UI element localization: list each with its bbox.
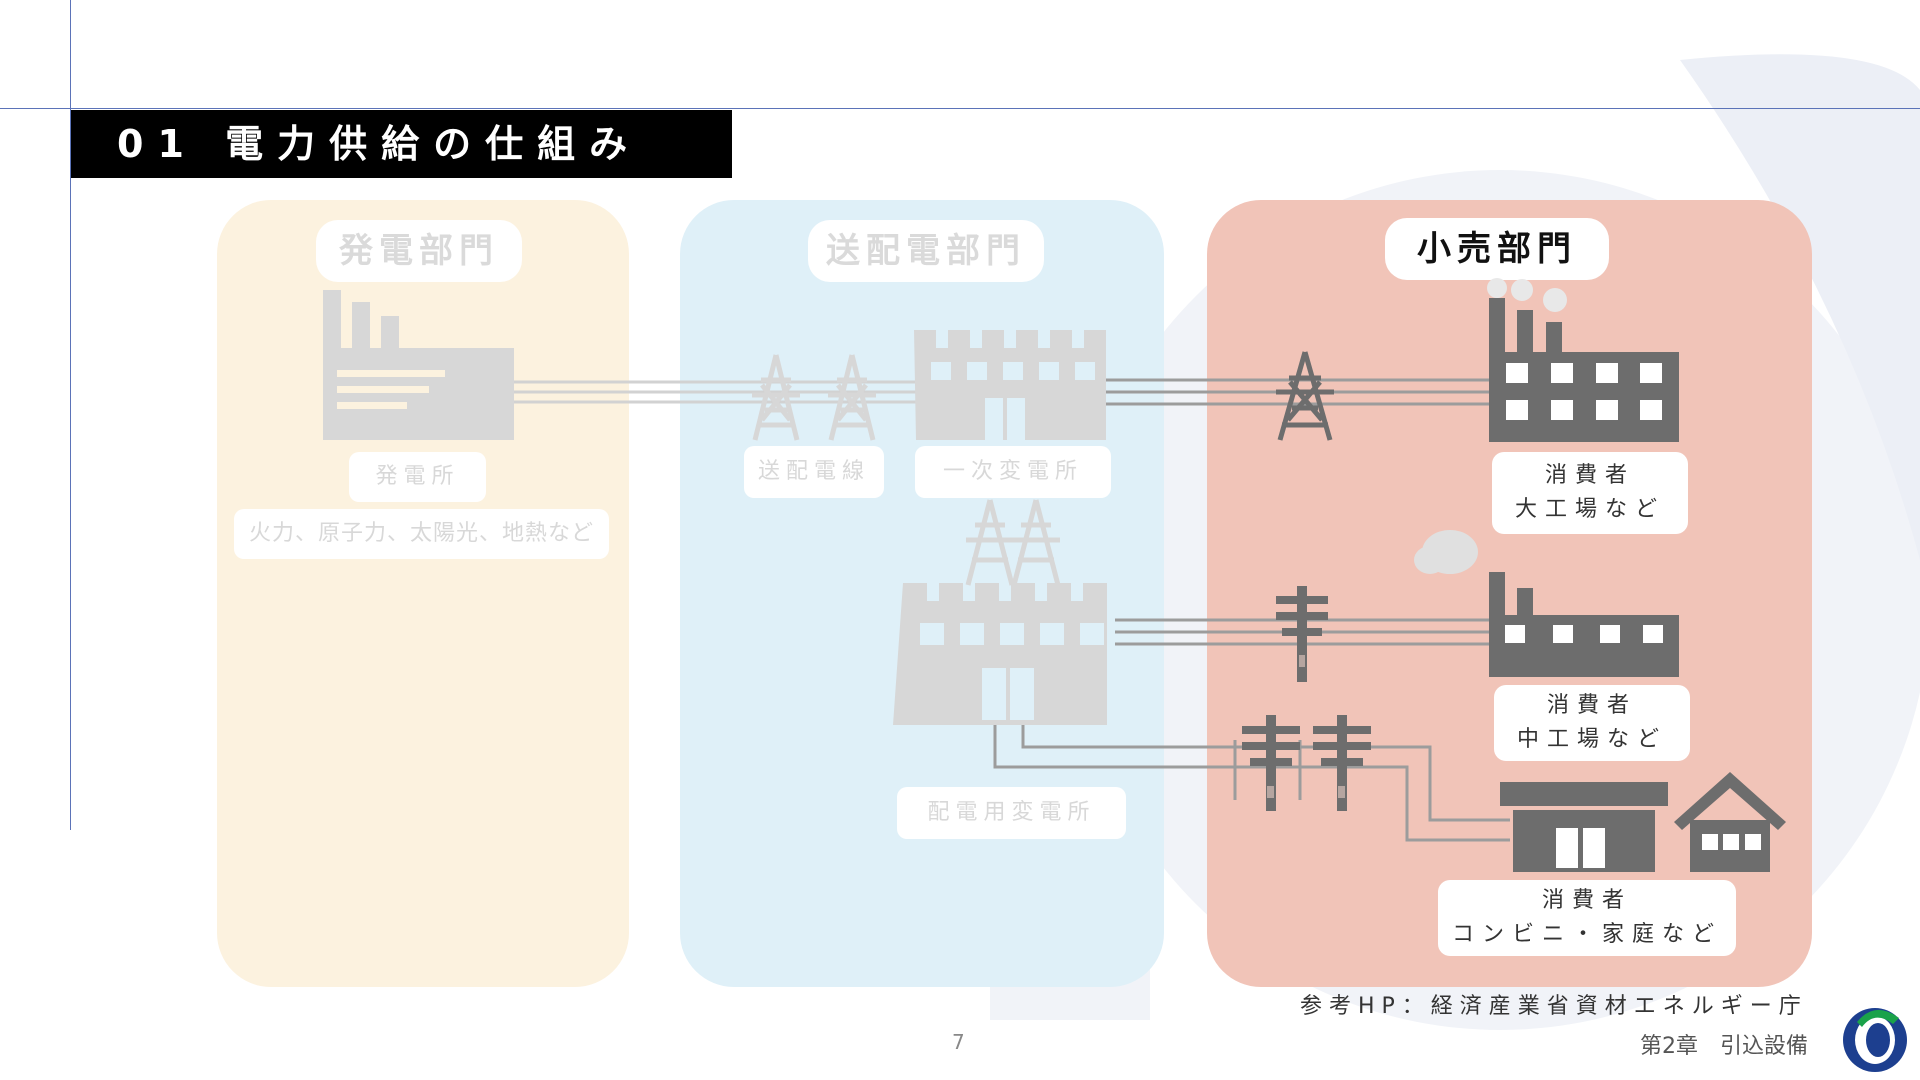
distribution-substation-icon bbox=[893, 583, 1107, 725]
distribution-substation-label: 配電用変電所 bbox=[897, 787, 1126, 839]
power-plant-icon bbox=[323, 290, 514, 440]
primary-substation-icon bbox=[914, 330, 1106, 440]
large-factory-icon bbox=[1487, 278, 1679, 442]
utility-pole-icon bbox=[1276, 586, 1328, 682]
retail-heading: 小売部門 bbox=[1385, 218, 1609, 280]
chapter-label: 第2章 引込設備 bbox=[1640, 1034, 1808, 1059]
house-icon bbox=[1674, 772, 1786, 872]
slide-title: 01 電力供給の仕組み bbox=[71, 110, 732, 178]
consumer-label-line2: 中工場など bbox=[1516, 727, 1667, 752]
transmission-line-label: 送配電線 bbox=[744, 446, 884, 498]
generation-heading: 発電部門 bbox=[316, 220, 522, 282]
consumer-store-home-label: 消費者 コンビニ・家庭など bbox=[1438, 880, 1736, 956]
consumer-label-line1: 消費者 bbox=[1544, 463, 1635, 488]
power-plant-types-label: 火力、原子力、太陽光、地熱など bbox=[234, 509, 609, 559]
header-rule bbox=[0, 108, 1920, 109]
substation-tower-icon bbox=[965, 499, 1061, 586]
retail-tower-icon bbox=[1276, 351, 1334, 441]
utility-pole-icon bbox=[1242, 715, 1300, 811]
reference-note: 参考HP：経済産業省資材エネルギー庁 bbox=[1300, 994, 1808, 1019]
consumer-label-line1: 消費者 bbox=[1541, 888, 1632, 913]
generation-panel bbox=[217, 200, 629, 987]
consumer-label-line2: 大工場など bbox=[1514, 497, 1665, 522]
consumer-large-factory-label: 消費者 大工場など bbox=[1492, 452, 1688, 534]
power-plant-label: 発電所 bbox=[349, 452, 486, 502]
utility-pole-icon bbox=[1313, 715, 1371, 811]
transmission-tower-icon bbox=[752, 354, 876, 441]
page-number: 7 bbox=[952, 1030, 965, 1054]
consumer-label-line1: 消費者 bbox=[1546, 693, 1637, 718]
primary-substation-label: 一次変電所 bbox=[915, 446, 1111, 498]
consumer-medium-factory-label: 消費者 中工場など bbox=[1494, 685, 1690, 761]
medium-factory-icon bbox=[1414, 530, 1679, 677]
convenience-store-icon bbox=[1500, 782, 1668, 872]
margin-rule bbox=[70, 0, 71, 830]
consumer-label-line2: コンビニ・家庭など bbox=[1451, 922, 1722, 947]
transmission-heading: 送配電部門 bbox=[808, 220, 1044, 282]
